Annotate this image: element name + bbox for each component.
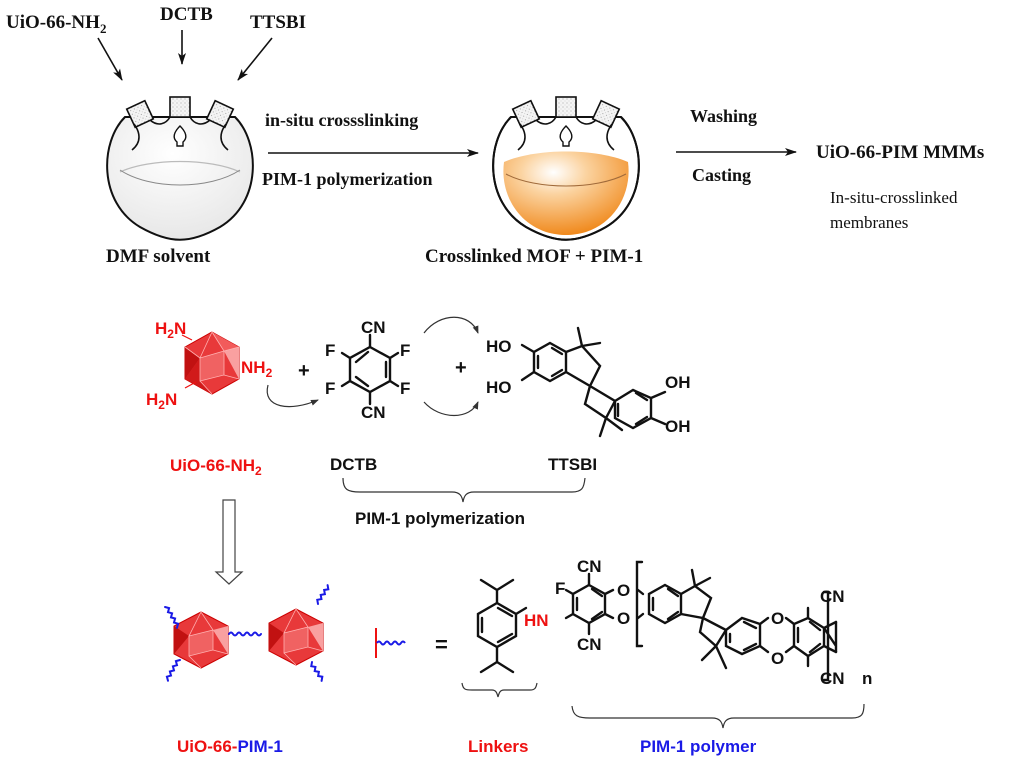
mof-particle-2 [268, 608, 324, 666]
plus-sign-2: + [455, 357, 467, 379]
dctb-f-1: F [325, 341, 335, 360]
polymer-chain [165, 659, 181, 682]
step1-top-label: in-situ crossslinking [265, 110, 418, 130]
mof-particle-uio66-nh2 [184, 331, 240, 395]
flask2-label: Crosslinked MOF + PIM-1 [425, 246, 643, 267]
product-desc-line1: In-situ-crosslinked [830, 188, 958, 207]
polymer-cn-3: CN [820, 587, 845, 606]
ttsbi-label: TTSBI [548, 455, 597, 474]
reagent-label-ttsbi: TTSBI [250, 12, 306, 33]
ttsbi-molecule [520, 326, 667, 438]
stir-bar-icon [559, 125, 573, 147]
polymer-cn-1: CN [577, 557, 602, 576]
ttsbi-ho-1: HO [486, 337, 512, 356]
plus-sign-1: + [298, 360, 310, 382]
stir-bar-icon [173, 125, 187, 147]
mof-label: UiO-66-NH2 [170, 456, 262, 478]
flask-crosslinked-mof-pim1 [492, 96, 640, 241]
linker-amine: HN [524, 611, 549, 630]
polymer-brace [571, 703, 865, 729]
flask1-label: DMF solvent [106, 246, 211, 267]
mof-composite [164, 584, 330, 682]
polymer-repeat-n: n [862, 669, 872, 688]
ttsbi-ho-2: HO [486, 378, 512, 397]
equals-sign: = [435, 632, 448, 657]
polymer-chain-symbol [376, 640, 406, 646]
polymer-o-4: O [771, 649, 784, 668]
linker-brace [461, 682, 538, 698]
polymer-chain [316, 584, 330, 605]
polymer-cn-4: CN [820, 669, 845, 688]
dctb-f-2: F [400, 341, 410, 360]
linker-molecule [476, 578, 528, 674]
product-desc-line2: membranes [830, 213, 908, 232]
dctb-cn-bottom: CN [361, 403, 386, 422]
reagent-label-dctb: DCTB [160, 4, 213, 25]
polymer-chain-link [228, 631, 262, 637]
polymer-o-1: O [617, 581, 630, 600]
step2-bottom-label: Casting [692, 165, 751, 185]
polymer-chain [310, 661, 324, 682]
dctb-f-4: F [400, 379, 410, 398]
step1-bottom-label: PIM-1 polymerization [262, 169, 432, 189]
down-arrow [214, 499, 244, 585]
polymer-f: F [555, 579, 565, 598]
composite-label: UiO-66-PIM-1 [177, 737, 283, 756]
polymer-chain [164, 606, 180, 629]
pim1-polymer-structure [564, 560, 838, 682]
flask-dmf-solvent [106, 96, 254, 241]
polymer-o-3: O [771, 609, 784, 628]
dctb-f-3: F [325, 379, 335, 398]
dctb-molecule [340, 333, 400, 406]
linker-label: Linkers [468, 737, 528, 756]
amine-label-1: H2N [155, 319, 186, 341]
mof-particle-1 [173, 611, 229, 669]
reagent-arrow-3 [237, 37, 273, 81]
polymer-cn-2: CN [577, 635, 602, 654]
reagent-arrow-1 [97, 37, 123, 81]
amine-label-3: H2N [146, 390, 177, 412]
curved-arrow-nh2-dctb [266, 384, 319, 408]
polymerization-brace [342, 477, 586, 503]
curved-arrow-top [423, 316, 479, 334]
brace-label: PIM-1 polymerization [355, 509, 525, 528]
step2-top-label: Washing [690, 106, 757, 126]
reagent-label-uio66-nh2: UiO-66-NH2 [6, 12, 106, 36]
ttsbi-oh-2: OH [665, 417, 691, 436]
dctb-cn-top: CN [361, 318, 386, 337]
product-label: UiO-66-PIM MMMs [816, 142, 984, 163]
amine-label-2: NH2 [241, 358, 273, 380]
curved-arrow-bottom [423, 401, 479, 416]
dctb-label: DCTB [330, 455, 377, 474]
ttsbi-oh-1: OH [665, 373, 691, 392]
polymer-label: PIM-1 polymer [640, 737, 757, 756]
polymer-o-2: O [617, 609, 630, 628]
